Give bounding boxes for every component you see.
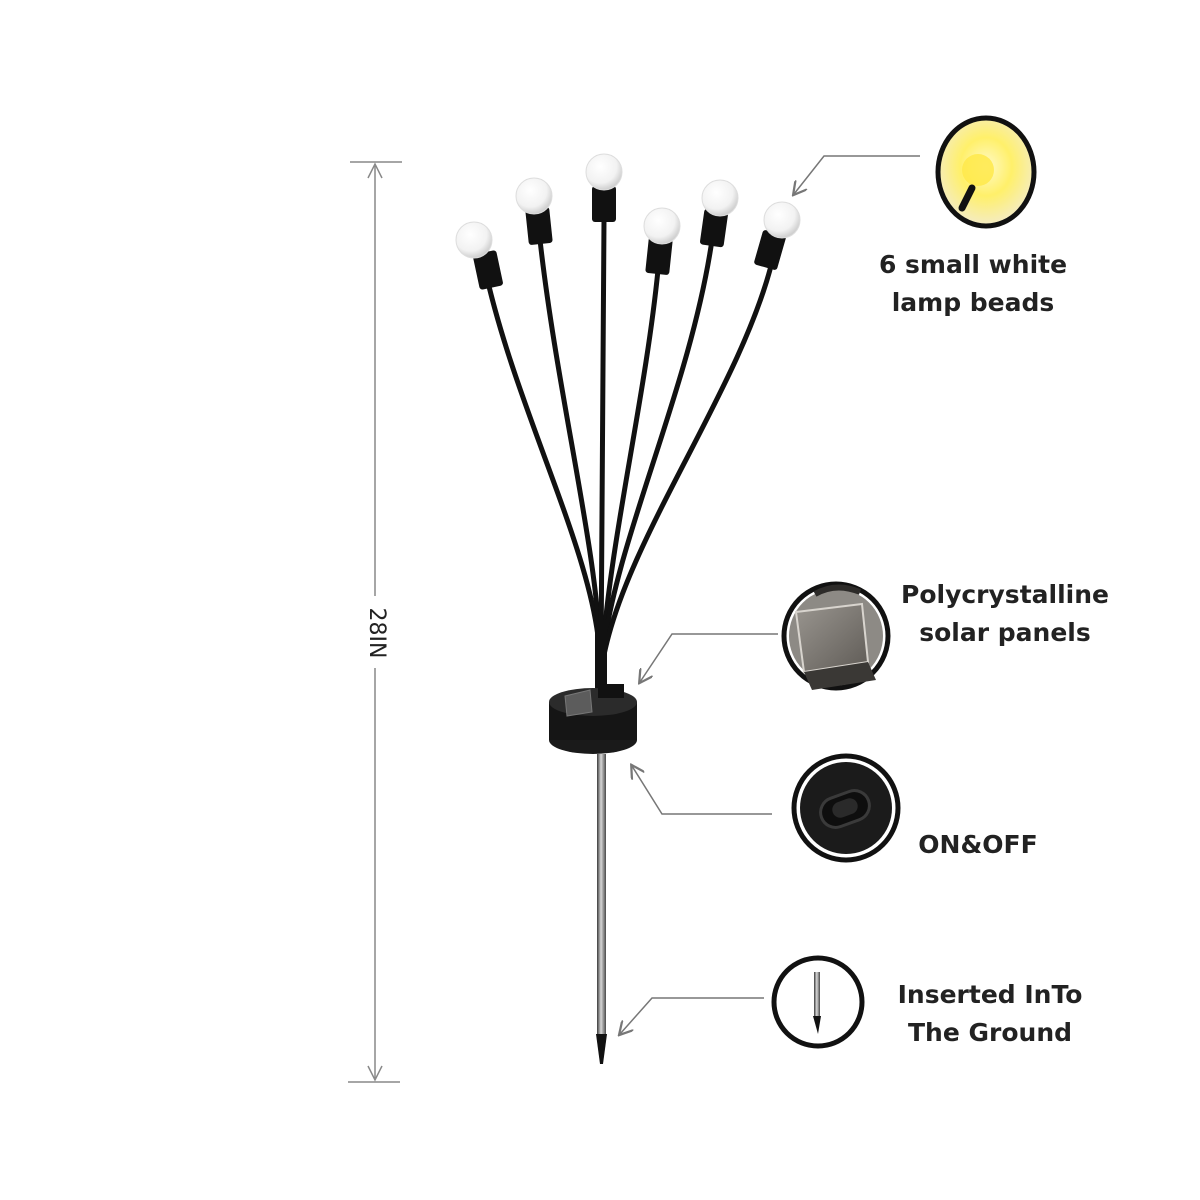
power-switch-icon: [791, 753, 901, 863]
lamp-bead-2: [515, 177, 553, 245]
leader-lamp-beads: [794, 155, 920, 194]
lamp-beads-label: 6 small white lamp beads: [858, 246, 1088, 322]
solar-housing: [549, 684, 637, 754]
dimension-arrow-up: [367, 162, 383, 179]
lamp-bead-6: [754, 201, 801, 270]
stem-6: [600, 259, 775, 663]
solar-panel-icon: [781, 581, 891, 691]
lamp-bead-icon: [935, 115, 1037, 229]
solar-panel-label: Polycrystalline solar panels: [890, 576, 1120, 652]
lamp-bead-4: [643, 207, 681, 275]
stem-2: [537, 237, 603, 663]
ground-stake-icon: [771, 955, 865, 1049]
height-dimension: [348, 161, 402, 1083]
stem-3: [598, 217, 607, 663]
ground-stake-tip: [596, 1034, 607, 1064]
switch-label-line1: ON&OFF: [918, 830, 1038, 859]
stem-bundle: [595, 620, 607, 698]
stem-1: [484, 275, 603, 663]
stem-5: [599, 237, 715, 663]
leader-ground-stake: [620, 997, 764, 1034]
solar-panel-top: [564, 689, 593, 717]
stem-4: [599, 267, 661, 663]
leader-solar-panel: [640, 633, 778, 682]
solar-panel-label-line1: Polycrystalline: [901, 580, 1109, 609]
ground-stake-label-line1: Inserted InTo: [897, 980, 1083, 1009]
solar-panel-label-line2: solar panels: [919, 618, 1091, 647]
lamp-beads-label-line2: lamp beads: [891, 288, 1055, 317]
lamp-bead-3: [585, 153, 623, 222]
lamp-beads-label-line1: 6 small white: [878, 250, 1068, 279]
switch-label: ON&OFF: [878, 826, 1078, 864]
ground-stake-label: Inserted InTo The Ground: [880, 976, 1100, 1052]
callout-leaders: [620, 155, 920, 1034]
ground-stake-pole: [597, 754, 606, 1036]
leader-switch: [632, 766, 772, 815]
height-dimension-label: 28IN: [364, 607, 389, 659]
dimension-arrow-down: [367, 1065, 383, 1082]
ground-stake-label-line2: The Ground: [907, 1018, 1073, 1047]
lamp-stems: [484, 217, 775, 663]
lamp-bead-5: [699, 179, 739, 248]
lamp-bead-1: [455, 221, 503, 290]
